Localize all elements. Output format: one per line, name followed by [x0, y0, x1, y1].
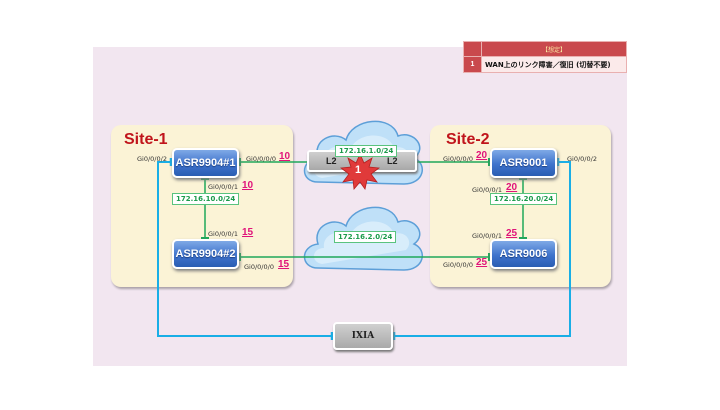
if-r1-gi1-num: 10: [242, 180, 254, 191]
if-r4-gi0-num: 25: [476, 257, 488, 268]
if-r3-gi1-num: 20: [506, 182, 518, 193]
if-r1-gi0-num: 10: [279, 151, 291, 162]
subnet-wan1: 172.16.1.0/24: [335, 145, 398, 157]
subnet-site2: 172.16.20.0/24: [490, 193, 558, 205]
site-1-title: Site-1: [124, 131, 168, 148]
site-2-title: Site-2: [446, 131, 490, 148]
router-asr9904-1[interactable]: ASR9904#1: [172, 148, 239, 178]
legend-row-text: WAN上のリンク障害／復旧 (切替不要): [481, 56, 627, 73]
fault-number: 1: [355, 164, 362, 176]
l2-right-label: L2: [387, 156, 398, 166]
link-r3-ixia: [393, 161, 571, 337]
if-r2-gi0-num: 15: [278, 259, 290, 270]
if-r4-gi0: Gi0/0/0/0: [443, 261, 473, 269]
subnet-wan2: 172.16.2.0/24: [334, 231, 397, 243]
ixia-tester[interactable]: IXIA: [333, 322, 393, 350]
if-r3-gi0: Gi0/0/0/0: [443, 155, 473, 163]
if-r3-gi1: Gi0/0/0/1: [472, 186, 502, 194]
router-asr9001[interactable]: ASR9001: [490, 148, 557, 178]
if-r1-gi1: Gi0/0/0/1: [208, 183, 238, 191]
if-r4-gi1-num: 25: [506, 228, 518, 239]
if-r1-gi0: Gi0/0/0/0: [246, 155, 276, 163]
if-r3-gi2: Gi0/0/0/2: [567, 155, 597, 163]
if-r2-gi1: Gi0/0/0/1: [208, 230, 238, 238]
if-r4-gi1: Gi0/0/0/1: [472, 232, 502, 240]
router-asr9006[interactable]: ASR9006: [490, 239, 557, 269]
if-r1-gi2: Gi0/0/0/2: [137, 155, 167, 163]
legend-row: 1 WAN上のリンク障害／復旧 (切替不要): [463, 56, 627, 73]
link-r1-ixia: [157, 161, 333, 337]
subnet-site1: 172.16.10.0/24: [172, 193, 240, 205]
scenario-legend: 【想定】 1 WAN上のリンク障害／復旧 (切替不要): [463, 41, 627, 73]
router-asr9904-2[interactable]: ASR9904#2: [172, 239, 239, 269]
if-r2-gi0: Gi0/0/0/0: [244, 263, 274, 271]
if-r3-gi0-num: 20: [476, 150, 488, 161]
fault-burst-icon: [340, 154, 380, 190]
l2-left-label: L2: [326, 156, 337, 166]
if-r2-gi1-num: 15: [242, 227, 254, 238]
